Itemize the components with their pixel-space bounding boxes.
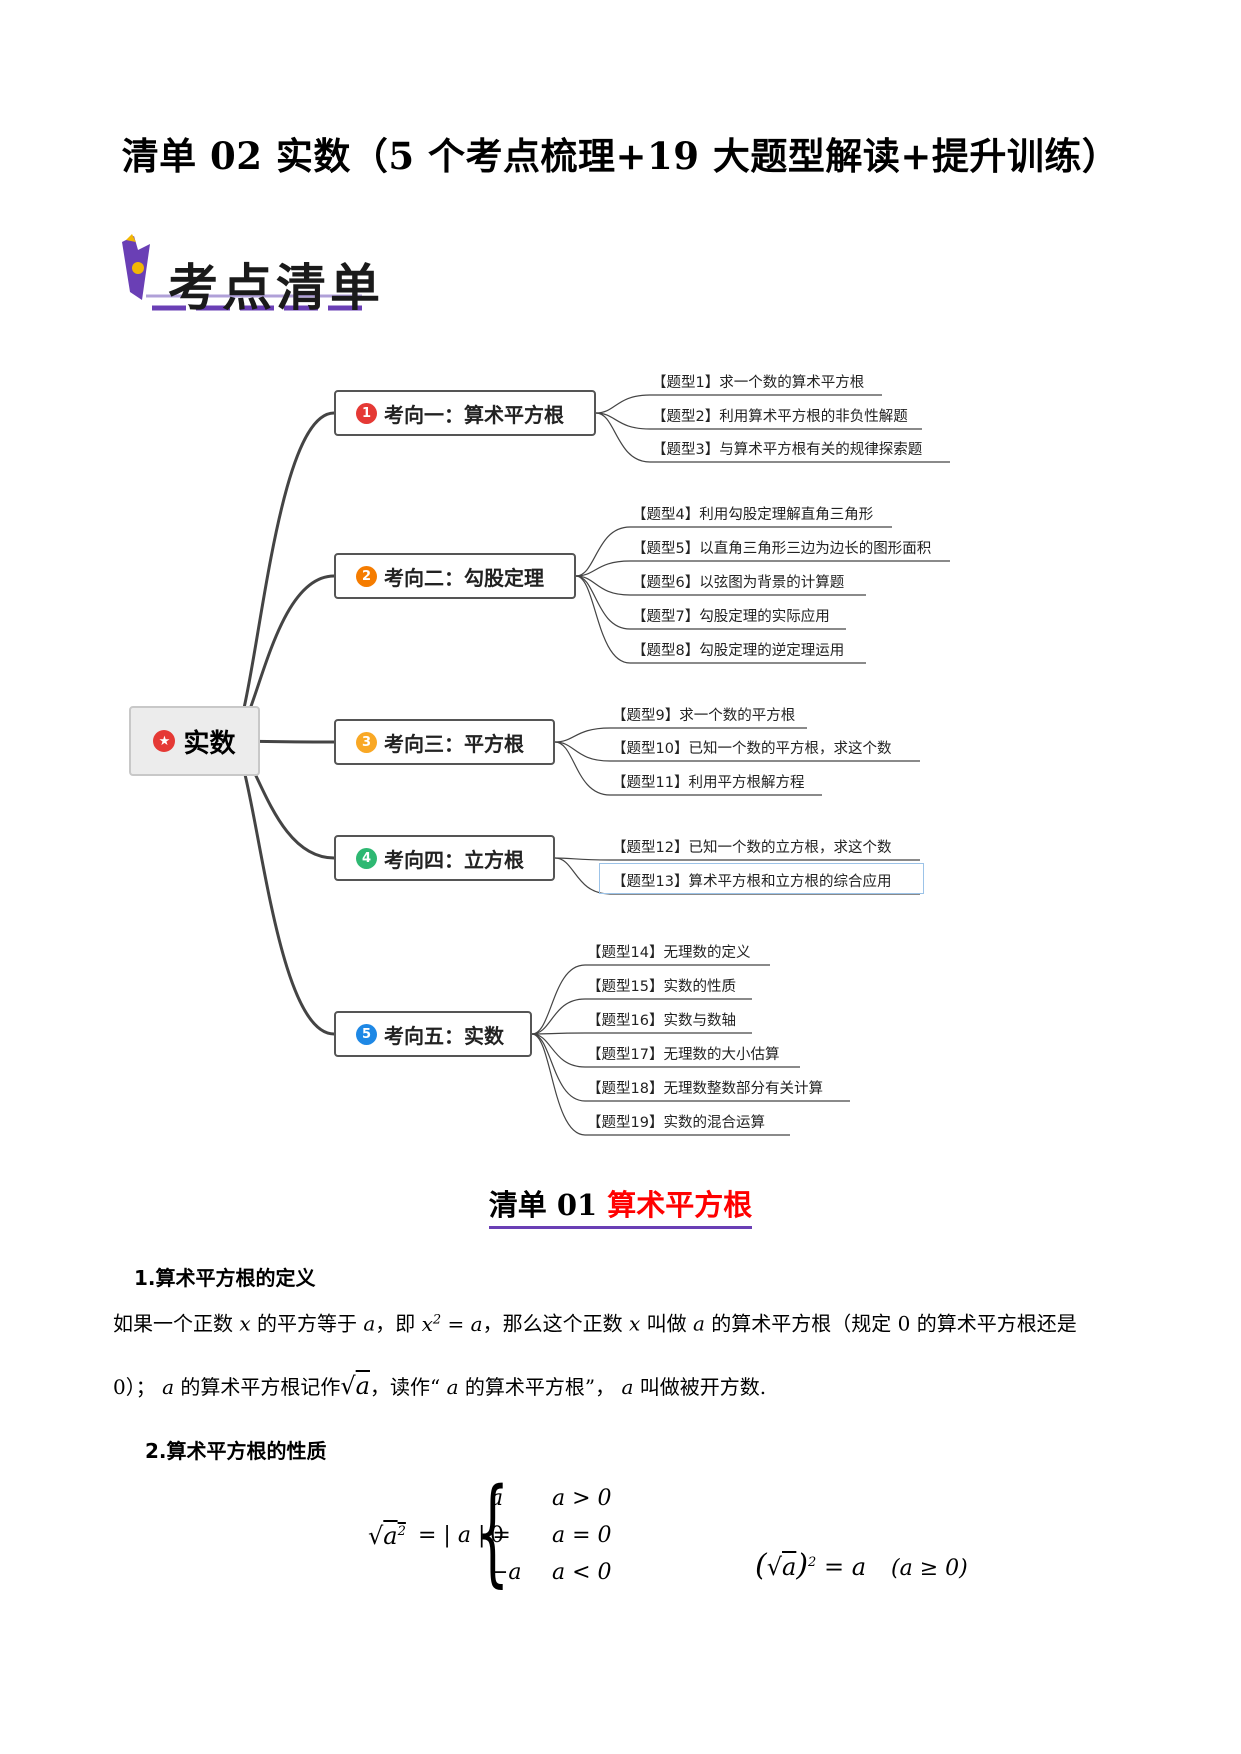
topic-item: 【题型11】利用平方根解方程 xyxy=(612,775,805,791)
section-title: 清单 01 算术平方根 xyxy=(0,1182,1241,1229)
topic-item: 【题型19】实数的混合运算 xyxy=(587,1115,765,1131)
topic-item: 【题型7】勾股定理的实际应用 xyxy=(632,609,830,625)
case2-condition: a = 0 xyxy=(552,1523,612,1548)
topic-item: 【题型1】求一个数的算术平方根 xyxy=(652,375,865,391)
document-title: 清单 02 实数（5 个考点梳理+19 大题型解读+提升训练） xyxy=(121,134,1120,178)
branch-label: 考向五：实数 xyxy=(384,1023,504,1048)
text-span: 的算术平方根”， xyxy=(464,1375,616,1399)
highlight-frame xyxy=(599,863,924,894)
text-span: 的算术平方根记作 xyxy=(180,1375,341,1399)
var-x: x xyxy=(622,1311,647,1336)
case3-value: −a xyxy=(490,1560,522,1585)
var-a: a xyxy=(615,1375,640,1399)
var-a: a xyxy=(155,1375,181,1399)
abs-a: = | a | = xyxy=(418,1523,511,1548)
identity-condition: (a ≥ 0) xyxy=(891,1556,968,1581)
mind-map-root: ★ 实数 xyxy=(129,706,260,776)
text-span: ，那么这个正数 xyxy=(482,1311,623,1336)
topic-item: 【题型15】实数的性质 xyxy=(587,979,736,995)
case1-value: a xyxy=(490,1486,504,1511)
case3-condition: a < 0 xyxy=(552,1560,612,1585)
sqrt-a-squared-identity: (√a)2 = a xyxy=(755,1548,867,1583)
topic-item: 【题型6】以弦图为背景的计算题 xyxy=(632,575,845,591)
text-span: 叫做 xyxy=(646,1311,687,1336)
left-brace: { xyxy=(476,1464,510,1599)
exam-points-badge-icon xyxy=(122,234,362,311)
branch-number-icon: 2 xyxy=(356,565,377,587)
branch-label: 考向二：勾股定理 xyxy=(384,565,544,590)
text-span: 的平方等于 xyxy=(257,1311,357,1336)
property-heading: 2.算术平方根的性质 xyxy=(145,1439,327,1463)
root-label: 实数 xyxy=(183,728,236,759)
equation-x2-a: x2 = a xyxy=(415,1311,483,1336)
sqrt-a: √a xyxy=(340,1372,370,1400)
branch-node-3: 3 考向三：平方根 xyxy=(334,719,555,765)
text-span: 0）； xyxy=(113,1375,156,1399)
topic-item: 【题型4】利用勾股定理解直角三角形 xyxy=(632,507,874,523)
topic-item: 【题型10】已知一个数的平方根，求这个数 xyxy=(612,741,892,757)
branch-label: 考向三：平方根 xyxy=(384,731,524,756)
branch-number-icon: 1 xyxy=(356,402,377,424)
case2-value: 0 xyxy=(490,1523,504,1548)
section-number: 01 xyxy=(556,1188,598,1222)
topic-item: 【题型12】已知一个数的立方根，求这个数 xyxy=(612,840,892,856)
topic-item: 【题型14】无理数的定义 xyxy=(587,945,751,961)
definition-line-2: 0）； a 的算术平方根记作√a，读作“ a 的算术平方根”， a 叫做被开方数… xyxy=(113,1372,1133,1401)
var-a: a xyxy=(686,1311,712,1336)
square-of-sqrt-formula: (√a)2 = a (a ≥ 0) xyxy=(755,1548,975,1592)
section-prefix: 清单 xyxy=(488,1188,547,1222)
topic-item: 【题型8】勾股定理的逆定理运用 xyxy=(632,643,845,659)
branch-number-icon: 3 xyxy=(356,731,377,753)
branch-label: 考向一：算术平方根 xyxy=(384,402,564,427)
branch-label: 考向四：立方根 xyxy=(384,847,524,872)
case1-condition: a > 0 xyxy=(552,1486,612,1511)
text-span: ，读作“ xyxy=(369,1375,441,1399)
badge-label: 考点清单 xyxy=(168,258,384,317)
var-x: x xyxy=(233,1311,257,1336)
branch-node-4: 4 考向四：立方根 xyxy=(334,835,555,881)
abs-value-formula: √a2 = | a | = { a a > 0 0 a = 0 −a a < 0 xyxy=(368,1472,628,1600)
text-span: 的算术平方根（规定 0 的算术平方根还是 xyxy=(711,1311,1077,1336)
definition-heading: 1.算术平方根的定义 xyxy=(134,1266,316,1290)
sqrt-a-squared: √a2 xyxy=(368,1522,406,1550)
topic-item: 【题型5】以直角三角形三边为边长的图形面积 xyxy=(632,541,932,557)
text-span: ，即 xyxy=(375,1311,416,1336)
definition-line-1: 如果一个正数 x 的平方等于 a，即 x2 = a，那么这个正数 x 叫做 a … xyxy=(113,1306,1133,1338)
topic-item: 【题型13】算术平方根和立方根的综合应用 xyxy=(612,874,892,890)
branch-node-1: 1 考向一：算术平方根 xyxy=(334,390,596,436)
topic-item: 【题型2】利用算术平方根的非负性解题 xyxy=(652,409,908,425)
branch-node-2: 2 考向二：勾股定理 xyxy=(334,553,576,599)
topic-item: 【题型16】实数与数轴 xyxy=(587,1013,736,1029)
var-a: a xyxy=(357,1311,376,1336)
text-span: 如果一个正数 xyxy=(113,1311,233,1336)
topic-item: 【题型18】无理数整数部分有关计算 xyxy=(587,1081,823,1097)
topic-item: 【题型3】与算术平方根有关的规律探索题 xyxy=(652,442,923,458)
topic-item: 【题型9】求一个数的平方根 xyxy=(612,708,796,724)
var-a: a xyxy=(440,1375,465,1399)
text-span: 叫做被开方数. xyxy=(639,1375,767,1399)
topic-item: 【题型17】无理数的大小估算 xyxy=(587,1047,780,1063)
branch-number-icon: 4 xyxy=(356,847,377,869)
star-icon: ★ xyxy=(153,730,176,752)
branch-node-5: 5 考向五：实数 xyxy=(334,1011,532,1057)
branch-number-icon: 5 xyxy=(356,1023,377,1045)
section-name: 算术平方根 xyxy=(607,1188,753,1222)
